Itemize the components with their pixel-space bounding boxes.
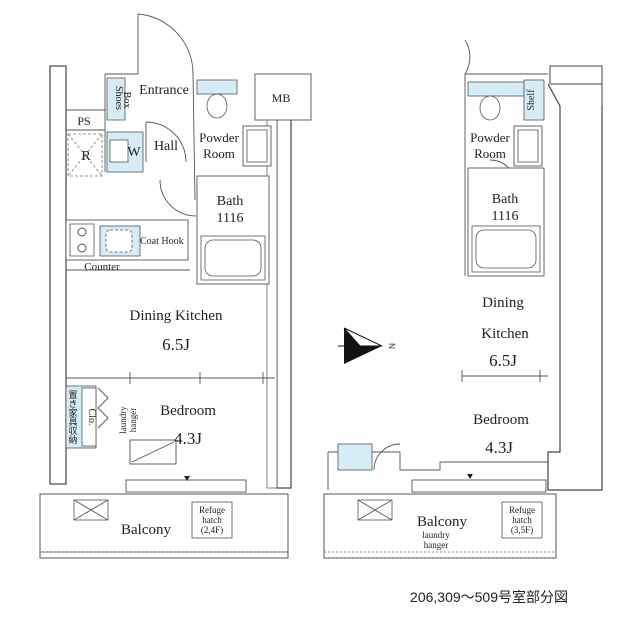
right-unit-plan: [323, 39, 603, 559]
balcony-label: Balcony: [121, 522, 171, 538]
right-bath-label-1: Bath: [492, 192, 518, 207]
washer-label: W: [127, 145, 141, 160]
right-bath-label-2: 1116: [492, 209, 519, 224]
counter-label: Counter: [84, 261, 120, 273]
right-bedroom-size: 4.3J: [485, 438, 513, 457]
dining-kitchen-size: 6.5J: [162, 335, 190, 354]
right-refuge-hatch-label-2: hatch: [512, 515, 532, 525]
powder-room-label-2: Room: [203, 146, 235, 161]
compass-icon: [338, 327, 383, 364]
shoes-box-label-1: Shoes: [113, 86, 124, 110]
right-balcony-label: Balcony: [417, 514, 467, 530]
right-laundry-hanger-label-1: laundry: [422, 530, 450, 540]
refuge-hatch-label-2: hatch: [202, 515, 222, 525]
compass-north-label: N: [387, 343, 396, 349]
refuge-hatch-label-3: (2,4F): [201, 525, 223, 535]
right-dining-label: Dining: [482, 295, 524, 311]
mb-label: MB: [272, 91, 291, 105]
svg-text:収: 収: [68, 425, 77, 436]
bath-label-2: 1116: [217, 211, 244, 226]
right-laundry-hanger-label-2: hanger: [424, 540, 449, 550]
dining-kitchen-label: Dining Kitchen: [130, 308, 223, 324]
right-kitchen-label: Kitchen: [481, 326, 529, 342]
bedroom-label: Bedroom: [160, 403, 216, 419]
bedroom-size: 4.3J: [174, 429, 202, 448]
refuge-hatch-label-1: Refuge: [199, 505, 225, 515]
unit-caption: 206,309～509号室部分図: [410, 589, 568, 605]
shoes-box-label-2: Box: [121, 92, 132, 109]
closet-label: Clo.: [86, 409, 97, 426]
bath-label-1: Bath: [217, 194, 243, 209]
right-refuge-hatch-label-3: (3,5F): [511, 525, 533, 535]
right-powder-room-label-1: Powder: [470, 130, 510, 145]
entrance-label: Entrance: [139, 83, 189, 98]
left-unit-plan: [39, 13, 312, 559]
laundry-hanger-label-1: laundry: [118, 406, 128, 434]
svg-text:具: 具: [68, 417, 77, 427]
hall-label: Hall: [154, 139, 178, 154]
svg-text:置: 置: [68, 390, 77, 400]
powder-room-label-1: Powder: [199, 130, 239, 145]
storage-jp-label: 置 き 家 具 収 納: [68, 390, 77, 445]
right-bedroom-label: Bedroom: [473, 412, 529, 428]
shelf-label: Shelf: [526, 89, 537, 111]
coat-hook-label: Coat Hook: [140, 236, 184, 247]
svg-text:納: 納: [68, 434, 77, 445]
right-powder-room-label-2: Room: [474, 146, 506, 161]
refrigerator-label: R: [81, 149, 91, 164]
laundry-hanger-label-2: hanger: [128, 408, 138, 433]
right-dk-size: 6.5J: [489, 351, 517, 370]
svg-text:き: き: [68, 399, 77, 409]
ps-label: PS: [77, 114, 90, 128]
svg-text:家: 家: [68, 407, 77, 418]
right-refuge-hatch-label-1: Refuge: [509, 505, 535, 515]
